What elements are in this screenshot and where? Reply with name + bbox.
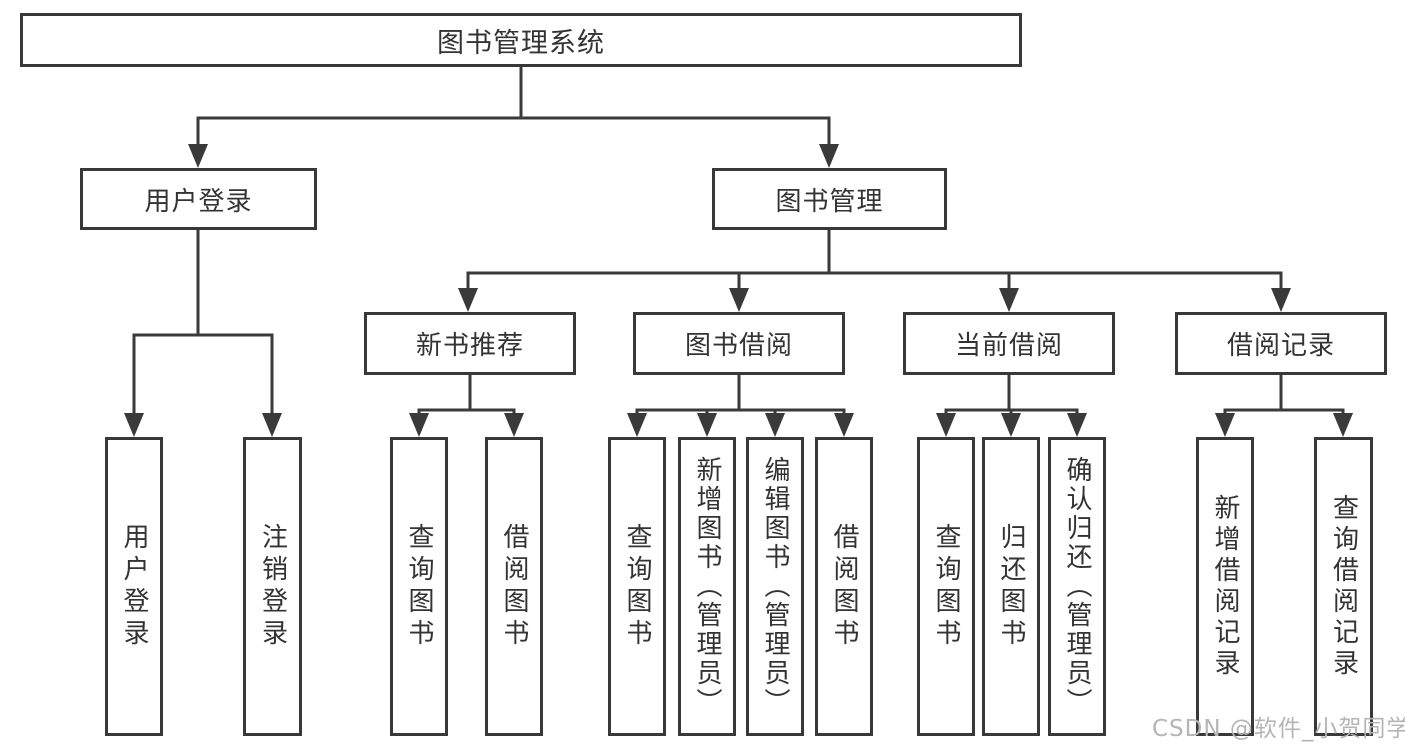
node-library-management-system: 图书管理系统 (20, 13, 1022, 67)
node-new-book-recommendation: 新书推荐 (364, 312, 576, 375)
node-book-management: 图书管理 (712, 168, 947, 230)
leaf-user-login: 用户登录 (105, 437, 163, 736)
leaf-borrow-books-borrowing: 借阅图书 (815, 437, 873, 736)
node-borrowing-records: 借阅记录 (1175, 312, 1387, 375)
leaf-logout: 注销登录 (243, 437, 302, 736)
leaf-add-book-admin: 新增图书（管理员） (678, 437, 736, 736)
watermark-text: CSDN @软件_小贺同学 (1152, 716, 1405, 742)
leaf-confirm-return-admin: 确认归还（管理员） (1048, 437, 1106, 736)
leaf-return-books: 归还图书 (982, 437, 1040, 736)
node-book-borrowing: 图书借阅 (633, 312, 845, 375)
leaf-query-books-current: 查询图书 (917, 437, 975, 736)
leaf-borrow-books-recommend: 借阅图书 (485, 437, 543, 736)
leaf-query-books-borrowing: 查询图书 (608, 437, 666, 736)
leaf-add-borrow-record: 新增借阅记录 (1196, 437, 1254, 736)
leaf-query-books-recommend: 查询图书 (390, 437, 448, 736)
node-current-borrowing: 当前借阅 (903, 312, 1115, 375)
leaf-query-borrow-record: 查询借阅记录 (1314, 437, 1373, 736)
leaf-edit-book-admin: 编辑图书（管理员） (746, 437, 804, 736)
node-user-login: 用户登录 (80, 168, 317, 230)
arrowheads (124, 144, 1353, 437)
